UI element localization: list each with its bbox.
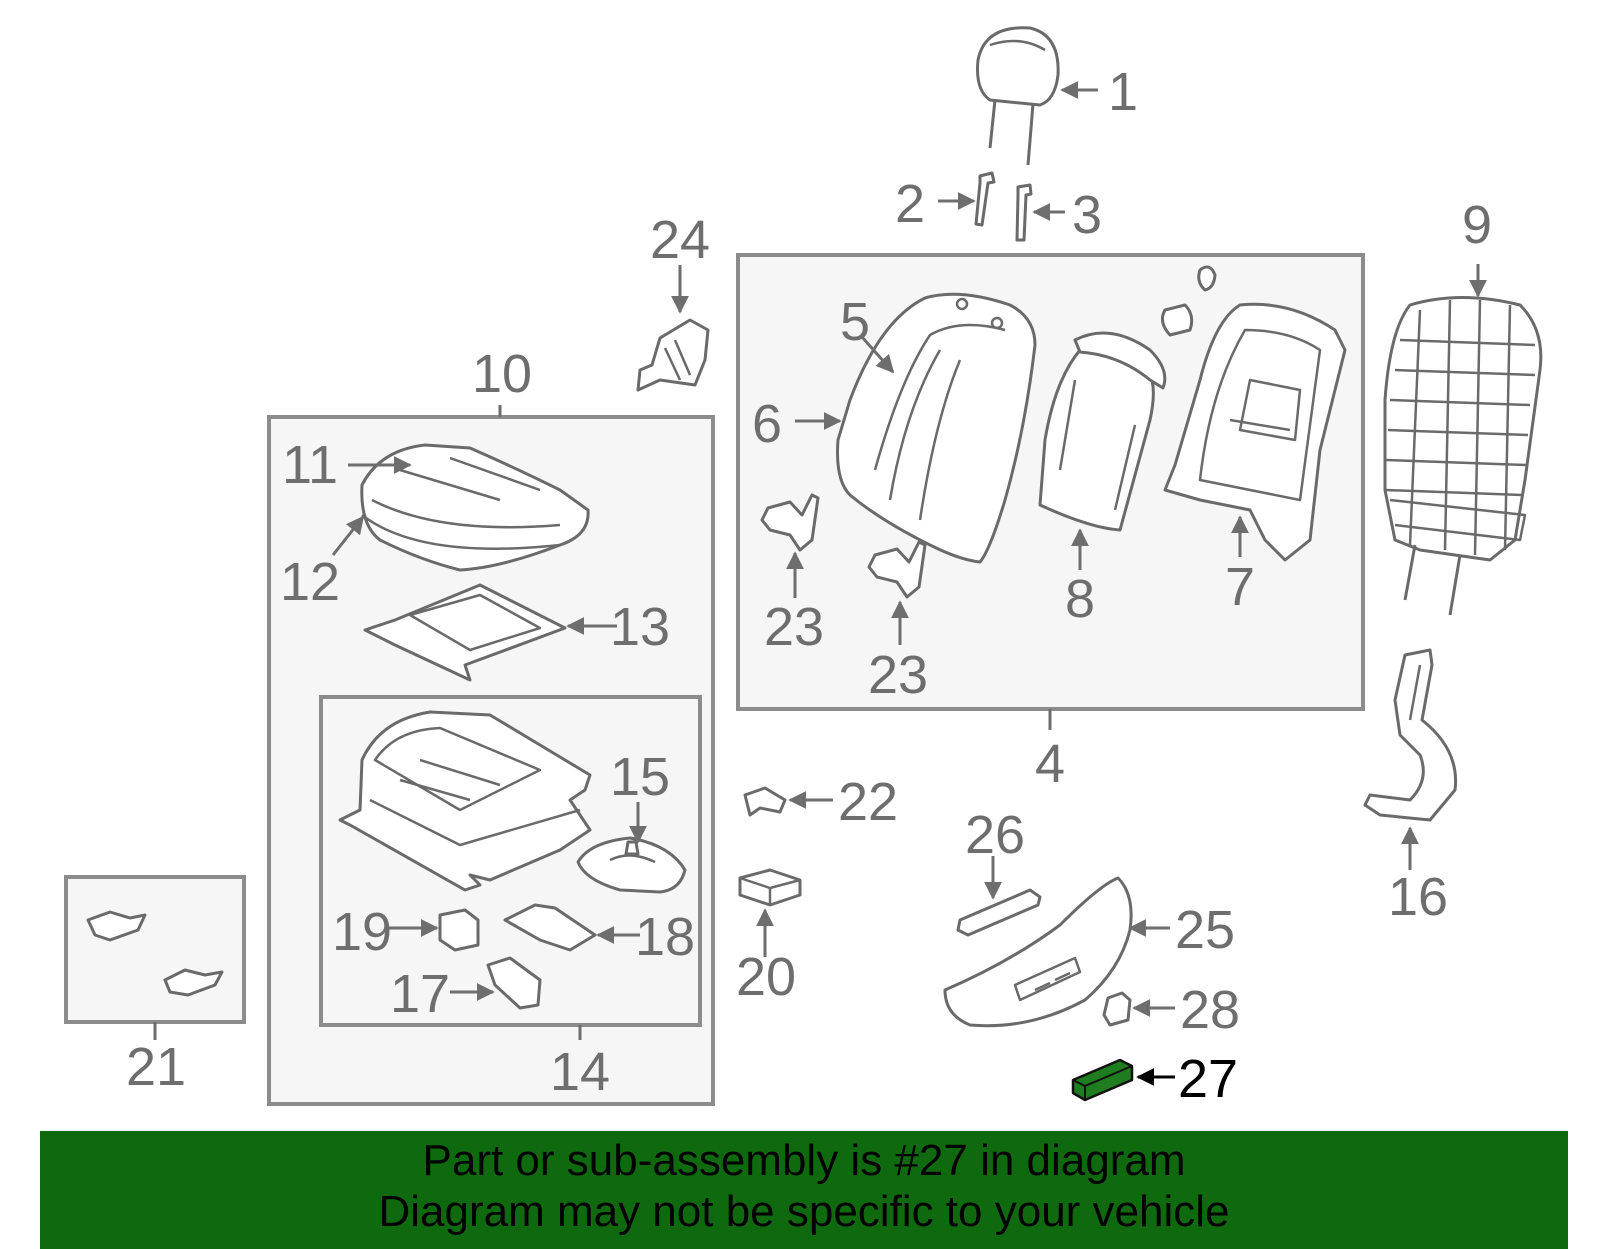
callout-7: 7 — [1225, 557, 1255, 617]
callout-11: 11 — [282, 435, 338, 495]
callout-14: 14 — [550, 1042, 610, 1102]
seat-harness-bracket-part[interactable] — [503, 903, 597, 952]
seatback-bracket-left-part[interactable] — [760, 493, 820, 552]
seat-module-part[interactable] — [438, 908, 480, 952]
clip-set-box — [64, 875, 246, 1024]
seat-switch-motor-part[interactable] — [576, 836, 687, 894]
callout-24: 24 — [650, 210, 710, 270]
callout-5: 5 — [840, 292, 870, 352]
callout-1: 1 — [1108, 62, 1138, 122]
seat-connector-part[interactable] — [486, 956, 542, 1010]
banner-line-1: Part or sub-assembly is #27 in diagram — [422, 1136, 1186, 1185]
headrest-guide-right-part[interactable] — [1015, 183, 1033, 242]
switch-knob-part[interactable] — [956, 888, 1042, 937]
seat-wire-bracket-part[interactable] — [1363, 648, 1458, 822]
callout-13: 13 — [610, 597, 670, 657]
callout-12: 12 — [280, 552, 340, 612]
seat-side-cover-part[interactable] — [636, 318, 710, 392]
callout-20: 20 — [736, 947, 796, 1007]
callout-27: 27 — [1178, 1049, 1238, 1109]
seat-cushion-cover-part[interactable] — [360, 443, 590, 572]
headrest-guide-left-part[interactable] — [974, 171, 996, 227]
callout-25: 25 — [1175, 900, 1235, 960]
seatback-bracket-right-part[interactable] — [867, 540, 927, 599]
callout-19: 19 — [332, 902, 392, 962]
callout-22: 22 — [838, 772, 898, 832]
seat-cushion-pad-part[interactable] — [363, 583, 567, 682]
seatback-panel-part[interactable] — [1383, 296, 1543, 616]
block-part[interactable] — [738, 868, 802, 907]
callout-2: 2 — [895, 174, 925, 234]
callout-3: 3 — [1072, 185, 1102, 245]
callout-16: 16 — [1388, 867, 1448, 927]
clip-set-part[interactable] — [86, 910, 224, 997]
callout-9: 9 — [1462, 195, 1492, 255]
clip-bracket-part[interactable] — [743, 786, 787, 817]
callout-28: 28 — [1180, 980, 1240, 1040]
callout-15: 15 — [610, 747, 670, 807]
info-banner: Part or sub-assembly is #27 in diagram D… — [40, 1131, 1568, 1249]
callout-18: 18 — [635, 907, 695, 967]
callout-26: 26 — [965, 805, 1025, 865]
callout-8: 8 — [1065, 569, 1095, 629]
banner-line-2: Diagram may not be specific to your vehi… — [378, 1187, 1230, 1236]
headrest-part[interactable] — [976, 26, 1060, 166]
callout-23b: 23 — [868, 645, 928, 705]
small-clip-part[interactable] — [1102, 991, 1132, 1027]
callout-6: 6 — [752, 394, 782, 454]
callout-10: 10 — [472, 344, 532, 404]
callout-4: 4 — [1035, 734, 1065, 794]
callout-17: 17 — [390, 964, 450, 1024]
seatback-frame-part[interactable] — [1160, 265, 1347, 562]
highlighted-part-27[interactable] — [1071, 1058, 1134, 1102]
callout-21: 21 — [126, 1037, 186, 1097]
callout-23a: 23 — [764, 597, 824, 657]
seat-track-frame-part[interactable] — [338, 710, 592, 892]
seatback-pad-part[interactable] — [1038, 331, 1167, 532]
